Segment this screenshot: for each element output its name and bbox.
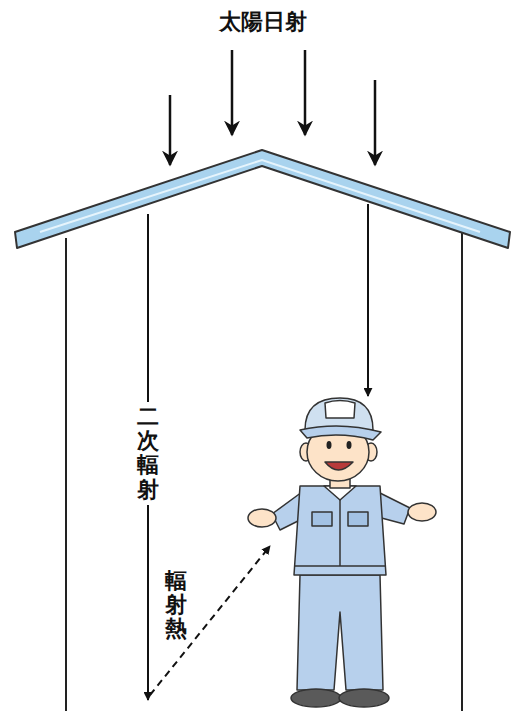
- worker-figure-part: [325, 462, 353, 470]
- radiation-arrows-part: [150, 546, 270, 695]
- sun-arrows-part: [304, 50, 307, 135]
- sun-arrows-part: [374, 80, 377, 165]
- vertical-label: 二次輻射: [135, 402, 161, 505]
- vertical-label: 輻射熱: [163, 566, 189, 645]
- worker-figure-part: [339, 490, 341, 566]
- worker-figure-part: [408, 503, 436, 521]
- worker-figure-part: [339, 689, 389, 707]
- worker-figure-part: [294, 486, 386, 575]
- sun-arrows-part: [231, 50, 234, 135]
- roof: [15, 150, 510, 248]
- worker-figure-part: [297, 575, 383, 690]
- worker-figure-part: [348, 512, 368, 526]
- sun-arrows: [170, 50, 375, 165]
- worker-figure-part: [300, 426, 381, 440]
- house-walls: [66, 232, 462, 711]
- worker-figure-part: [312, 512, 332, 526]
- radiation-arrows-part: [367, 204, 369, 396]
- roof-part: [15, 150, 510, 248]
- worker-figure-part: [325, 401, 355, 419]
- worker-figure-part: [248, 509, 276, 527]
- house-walls-part: [461, 232, 463, 711]
- worker-figure: [248, 398, 436, 707]
- roof-part: [40, 160, 480, 232]
- worker-figure-part: [347, 441, 352, 449]
- heading-label: 太陽日射: [217, 6, 309, 38]
- house-walls-part: [65, 238, 67, 711]
- sun-arrows-part: [169, 95, 172, 165]
- worker-figure-part: [305, 398, 373, 430]
- worker-figure-part: [327, 441, 332, 449]
- worker-figure-part: [291, 689, 341, 707]
